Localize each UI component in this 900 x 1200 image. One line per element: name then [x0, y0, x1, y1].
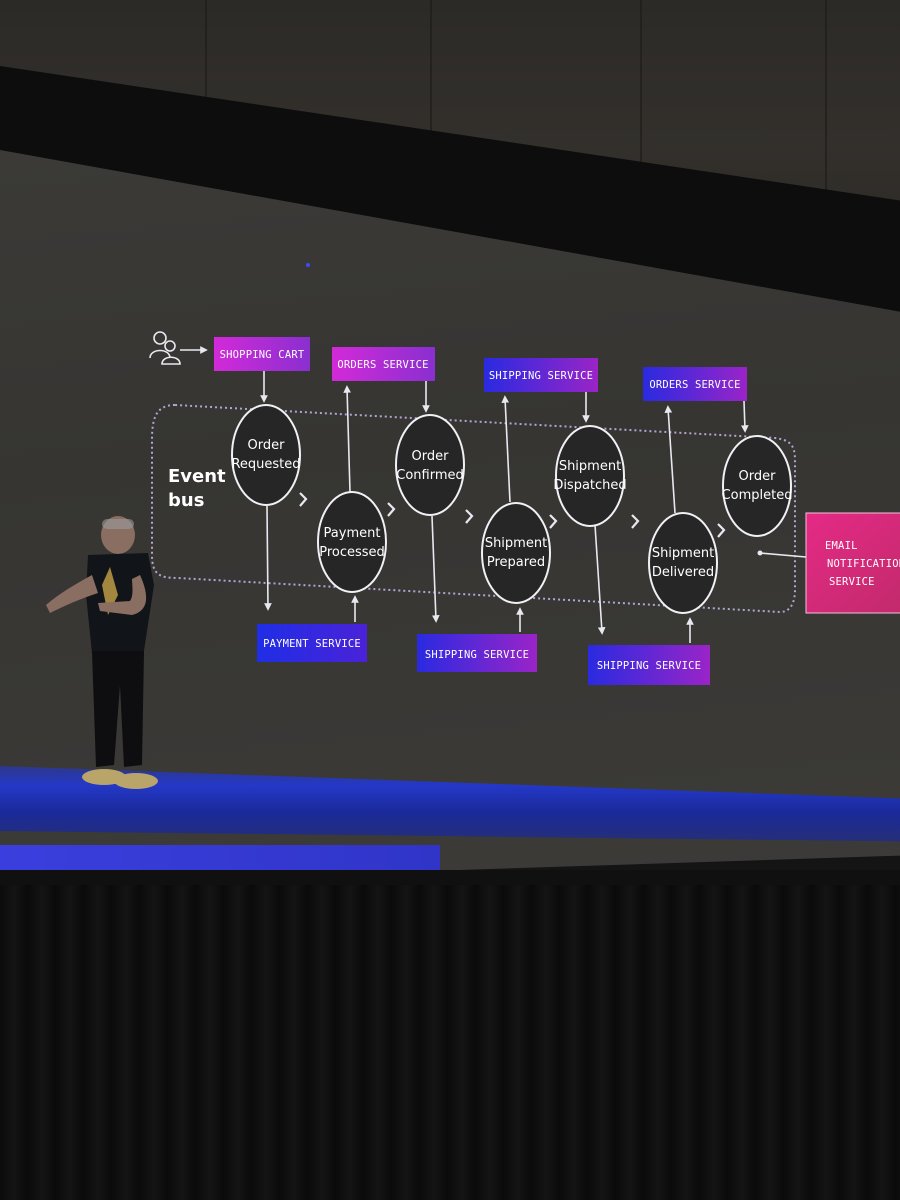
orders-service-box-1: ORDERS SERVICE	[332, 347, 435, 381]
email-label-line1: EMAIL	[825, 540, 858, 552]
stage-curtain	[0, 885, 900, 1200]
svg-text:Dispatched: Dispatched	[553, 478, 626, 493]
shipping-service-label-1: SHIPPING SERVICE	[425, 649, 529, 661]
svg-text:Payment: Payment	[324, 526, 381, 541]
email-label-line2: NOTIFICATION	[827, 558, 900, 570]
event-bus-label-line1: Event	[168, 466, 226, 487]
svg-text:Completed: Completed	[722, 488, 793, 503]
shipping-service-box-1: SHIPPING SERVICE	[417, 634, 537, 672]
event-bus-boundary	[151, 403, 796, 614]
event-shipment-prepared: Shipment Prepared	[481, 502, 551, 604]
svg-text:Order: Order	[739, 469, 777, 484]
event-order-confirmed: Order Confirmed	[395, 414, 465, 516]
svg-text:Requested: Requested	[231, 457, 300, 472]
email-connector	[759, 552, 807, 558]
svg-text:Prepared: Prepared	[487, 555, 545, 570]
event-payment-processed: Payment Processed	[317, 491, 387, 593]
screen-dot	[306, 263, 310, 267]
orders-service-label-2: ORDERS SERVICE	[649, 379, 740, 391]
connector-arrows	[260, 371, 749, 643]
payment-service-box: PAYMENT SERVICE	[257, 624, 367, 662]
flow-chevrons	[299, 492, 726, 538]
shipping-service-box-2: SHIPPING SERVICE	[588, 645, 710, 685]
users-icon	[149, 331, 181, 365]
orders-service-label-1: ORDERS SERVICE	[337, 359, 428, 371]
svg-text:Shipment: Shipment	[652, 546, 714, 561]
event-shipment-delivered: Shipment Delivered	[648, 512, 718, 614]
svg-text:Processed: Processed	[319, 545, 385, 560]
email-connector-dot	[757, 550, 763, 556]
svg-text:Order: Order	[248, 438, 286, 453]
shopping-cart-box: SHOPPING CART	[214, 337, 310, 371]
event-shipment-dispatched: Shipment Dispatched	[553, 425, 627, 527]
orders-service-box-2: ORDERS SERVICE	[643, 367, 747, 401]
shipping-service-top-box: SHIPPING SERVICE	[484, 358, 598, 392]
email-notification-box: EMAIL NOTIFICATION SERVICE	[805, 512, 900, 614]
payment-service-label: PAYMENT SERVICE	[263, 638, 361, 650]
svg-text:Delivered: Delivered	[652, 565, 714, 580]
svg-text:Shipment: Shipment	[559, 459, 621, 474]
shipping-service-top-label: SHIPPING SERVICE	[489, 370, 593, 382]
shopping-cart-label: SHOPPING CART	[220, 349, 305, 361]
svg-text:Order: Order	[412, 449, 450, 464]
presenter	[46, 516, 158, 789]
stage-edge-light	[0, 845, 440, 871]
svg-text:Shipment: Shipment	[485, 536, 547, 551]
email-label-line3: SERVICE	[829, 576, 875, 588]
event-order-requested: Order Requested	[231, 404, 301, 506]
event-bus-label-line2: bus	[168, 490, 204, 511]
event-order-completed: Order Completed	[722, 435, 793, 537]
shipping-service-label-2: SHIPPING SERVICE	[597, 660, 701, 672]
svg-text:Confirmed: Confirmed	[396, 468, 464, 483]
